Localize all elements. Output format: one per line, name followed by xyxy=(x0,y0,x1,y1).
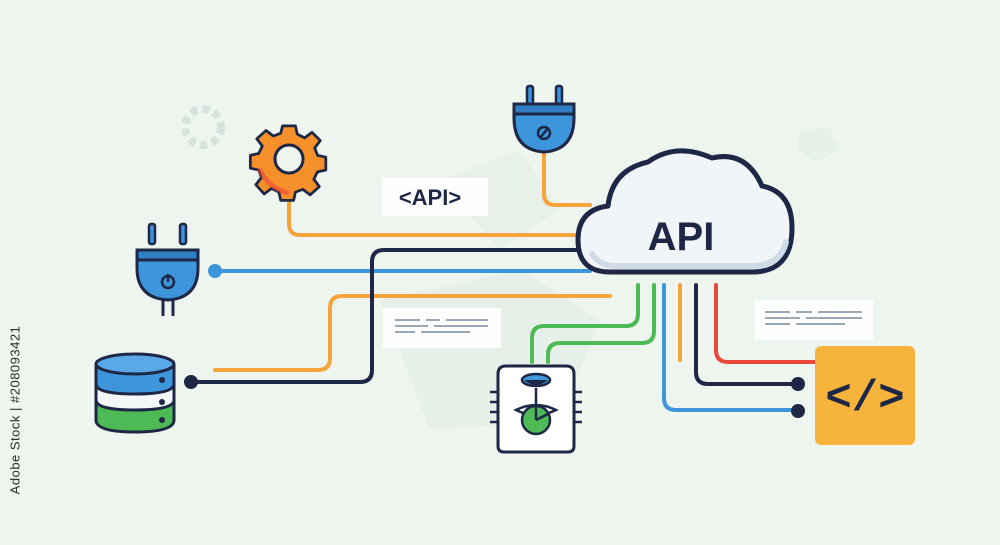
left-plug-dot xyxy=(208,264,222,278)
code-blue-line xyxy=(662,283,799,412)
top-plug-connector-line xyxy=(542,150,592,207)
stock-id-watermark: Adobe Stock | #208093421 xyxy=(0,290,30,530)
code-red-line xyxy=(714,283,817,364)
code-navy-line xyxy=(694,283,799,386)
connection-lines xyxy=(190,150,817,412)
cloud-icon: API xyxy=(575,148,795,275)
code-icon: </> xyxy=(815,346,915,445)
cloud-label: API xyxy=(648,215,715,259)
top-plug-icon xyxy=(512,84,576,154)
database-orange-line xyxy=(213,294,612,372)
document-note-icon-right xyxy=(755,300,873,340)
gear-icon xyxy=(248,124,328,202)
chip-green-line-b xyxy=(546,283,656,364)
processor-chip-icon xyxy=(490,364,582,454)
gear-connector-line xyxy=(287,198,592,237)
code-box-dot-bottom xyxy=(791,404,805,418)
document-note-icon xyxy=(383,308,501,348)
left-plug-icon xyxy=(135,222,200,316)
chip-green-line-a xyxy=(530,283,640,364)
database-dot xyxy=(184,375,198,389)
api-tag-card: <API> xyxy=(382,178,488,216)
faint-gear-icon xyxy=(181,105,225,149)
code-box-label: </> xyxy=(825,374,904,424)
database-icon xyxy=(94,352,176,434)
database-navy-line xyxy=(190,248,592,384)
stock-id-text: Adobe Stock | #208093421 xyxy=(7,325,23,495)
code-box-dot-top xyxy=(791,377,805,391)
api-tag-label: <API> xyxy=(399,185,461,210)
